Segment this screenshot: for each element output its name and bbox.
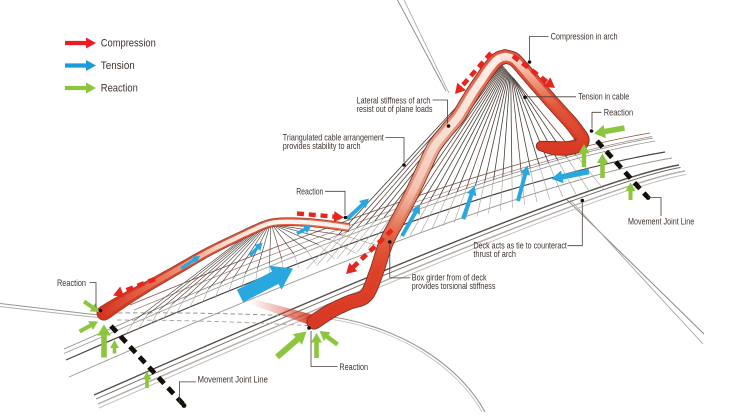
svg-text:Reaction: Reaction: [604, 108, 633, 118]
svg-text:thrust of arch: thrust of arch: [473, 249, 516, 259]
svg-text:resist out of plane loads: resist out of plane loads: [357, 104, 433, 114]
svg-text:Movement Joint Line: Movement Joint Line: [628, 217, 694, 227]
svg-text:Reaction: Reaction: [339, 362, 368, 372]
svg-text:Tension: Tension: [101, 60, 135, 72]
svg-text:provides torsional stiffness: provides torsional stiffness: [412, 281, 496, 291]
svg-text:Reaction: Reaction: [101, 83, 138, 95]
svg-text:Tension in cable: Tension in cable: [578, 91, 629, 101]
svg-text:Compression: Compression: [101, 38, 156, 50]
svg-text:Compression in arch: Compression in arch: [551, 32, 618, 42]
svg-text:Reaction: Reaction: [57, 278, 86, 288]
svg-text:Movement Joint Line: Movement Joint Line: [198, 374, 268, 384]
svg-text:provides stability to arch: provides stability to arch: [283, 141, 361, 151]
svg-text:Reaction: Reaction: [296, 186, 323, 196]
